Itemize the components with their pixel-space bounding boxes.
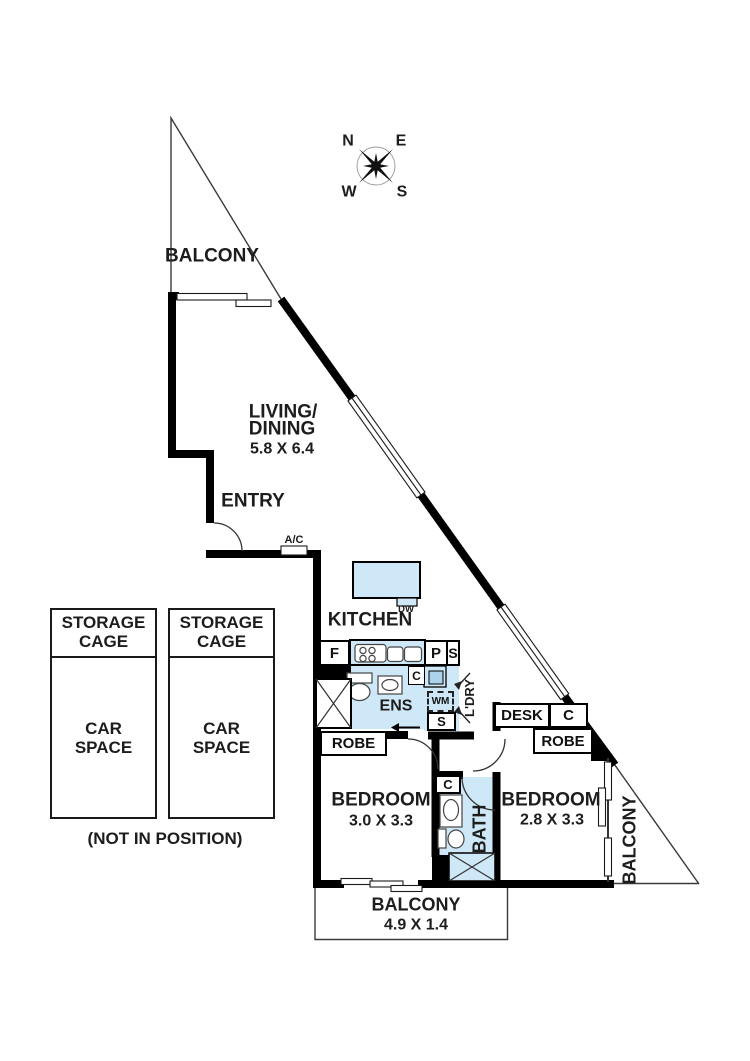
bath-door-arc: [461, 776, 496, 811]
burner: [368, 654, 376, 663]
kitchen-island: [352, 561, 421, 599]
bedroom2-label: BEDROOM: [501, 789, 601, 811]
bath-cupboard-box: C: [435, 775, 461, 794]
storage-cage-2-header: STORAGE CAGE: [170, 610, 273, 658]
living-label-1: LIVING/: [248, 401, 318, 423]
wall-chunk-bath: [432, 855, 450, 881]
window-bed2-1: [603, 761, 613, 801]
compass-w: W: [341, 183, 357, 201]
balcony-top-edge: [170, 115, 282, 300]
wall-diag-a: [277, 296, 356, 401]
balcony-bottom-edge: [314, 885, 509, 941]
car-space-1-label: CAR SPACE: [74, 719, 133, 757]
ldry-door-arrow-2-head: [454, 706, 462, 715]
burner: [359, 646, 367, 655]
ac-unit-box: [280, 545, 308, 556]
compass-rose: [356, 146, 396, 186]
bath-basin: [442, 798, 460, 822]
bath-toilet-bowl: [447, 829, 465, 849]
window-bed1-2: [369, 880, 404, 888]
doors: [213, 522, 506, 811]
window-kitchen-diag: [496, 603, 570, 701]
wall-stub-balcony-top: [168, 292, 179, 300]
wall-chunk-kitchen: [315, 666, 351, 679]
linen-x2: [315, 678, 352, 729]
bath-toilet-cistern: [437, 828, 447, 849]
ens-label: ENS: [379, 697, 413, 715]
desk-box: DESK: [494, 703, 550, 728]
laundry-label: L'DRY: [461, 679, 477, 717]
wall-triangle-robe2: [591, 728, 615, 761]
storage-cage-1-body: CAR SPACE: [52, 658, 155, 820]
ens-toilet-bowl: [348, 682, 371, 702]
windows: [176, 292, 613, 893]
storage-cage-2: STORAGE CAGE CAR SPACE: [168, 608, 275, 819]
balcony-bottom-label: BALCONY: [371, 894, 461, 915]
washing-machine-box: WM: [427, 691, 454, 712]
bed1-door-arc: [407, 738, 439, 770]
sink-1: [386, 646, 404, 663]
pantry-box: P: [424, 640, 448, 666]
balcony-top-label: BALCONY: [165, 245, 259, 267]
compass-e: E: [395, 132, 407, 150]
laundry-shelf-box: S: [427, 712, 456, 731]
store-box-kitchen: S: [446, 640, 460, 666]
compass-circle: [356, 146, 396, 186]
not-in-position-note: (NOT IN POSITION): [87, 828, 243, 848]
dishwasher: [396, 597, 418, 607]
window-bed2-3: [603, 837, 613, 877]
cross-boxes: [315, 678, 496, 882]
storage-cage-2-label: STORAGE CAGE: [179, 613, 264, 651]
window-bed2-2: [597, 787, 607, 827]
wall-chunks: [168, 292, 615, 881]
bed2-cupboard-box: C: [549, 703, 588, 728]
compass-s: S: [396, 183, 408, 201]
storage-cage-1: STORAGE CAGE CAR SPACE: [50, 608, 157, 819]
bedroom1-dims: 3.0 X 3.3: [348, 812, 414, 830]
sink-2: [403, 646, 423, 663]
entry-door-arc: [213, 522, 243, 552]
ens-basin: [381, 678, 399, 692]
storage-cage-2-body: CAR SPACE: [170, 658, 273, 820]
compass-star: [359, 149, 393, 183]
car-space-2-label: CAR SPACE: [192, 719, 251, 757]
ldry-door-arrow-1-head: [454, 681, 462, 690]
shower-x2: [448, 852, 496, 882]
fixtures: [346, 643, 465, 849]
window-balcony-top-2: [235, 299, 272, 308]
bed2-door-arc: [472, 738, 506, 772]
bedroom2-dims: 2.8 X 3.3: [519, 811, 585, 829]
kitchen-label: KITCHEN: [327, 609, 413, 631]
robe2-box: ROBE: [533, 728, 593, 754]
balcony-right-label: BALCONY: [619, 795, 640, 885]
window-living-diag: [347, 394, 426, 499]
window-bed1-1: [340, 877, 373, 886]
tub-inner: [428, 670, 444, 685]
robe1-box: ROBE: [320, 731, 387, 756]
ac-label: A/C: [284, 534, 304, 547]
living-label-2: DINING: [248, 418, 316, 440]
dw-label: DW: [398, 603, 414, 615]
burner: [359, 654, 367, 663]
laundry-tub: [423, 665, 447, 688]
ens-entry-arrow-head: [391, 723, 399, 732]
window-balcony-top-1: [176, 292, 248, 301]
bath-label: BATH: [469, 804, 490, 854]
hypotenuse-lower: [611, 760, 700, 885]
living-dims: 5.8 X 6.4: [249, 440, 315, 458]
storage-cage-1-label: STORAGE CAGE: [61, 613, 146, 651]
wall-diag-b: [417, 492, 505, 610]
compass-n: N: [342, 132, 354, 150]
window-bed1-3: [390, 884, 423, 893]
ens-cupboard-box: C: [408, 666, 425, 685]
bedroom1-label: BEDROOM: [331, 789, 431, 811]
burner: [368, 646, 376, 655]
entry-label: ENTRY: [221, 490, 285, 512]
site-boundary: [170, 115, 700, 941]
storage-cage-1-header: STORAGE CAGE: [52, 610, 155, 658]
arrows: [391, 672, 471, 732]
balcony-bottom-dims: 4.9 X 1.4: [383, 916, 449, 934]
fridge-box: F: [319, 640, 350, 666]
